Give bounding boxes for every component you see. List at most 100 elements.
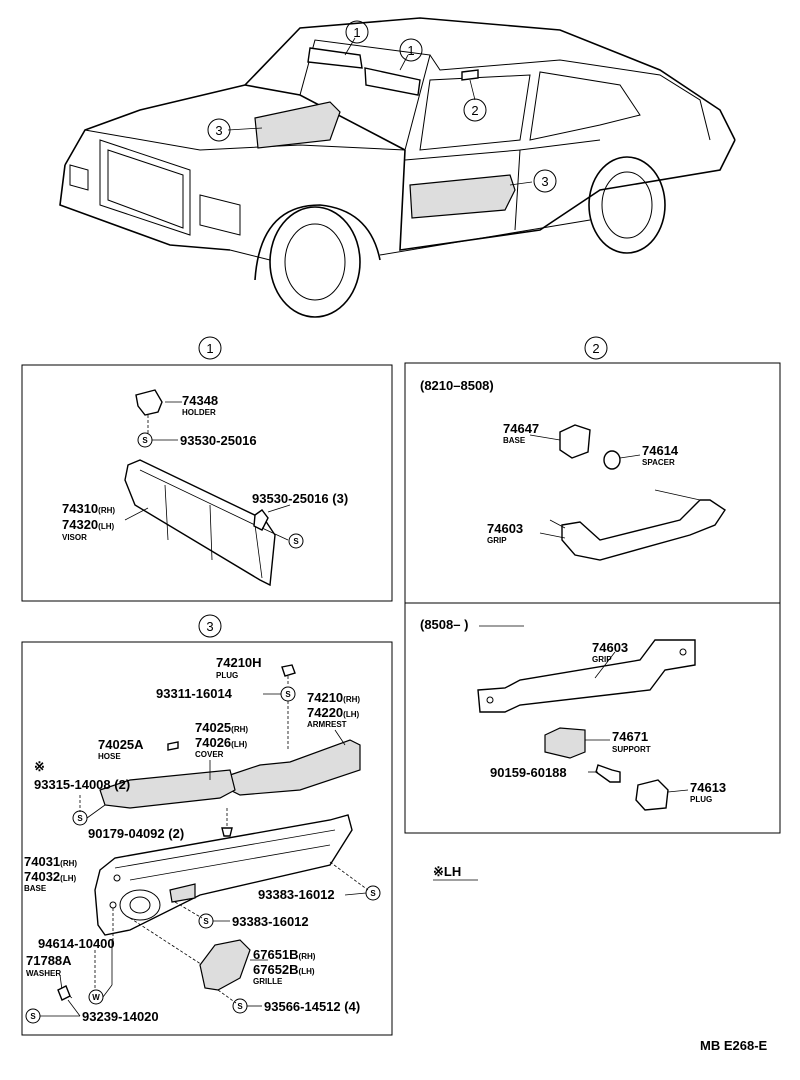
part-93530-25016-b: 93530-25016: [252, 491, 329, 506]
holder-part: [135, 389, 163, 416]
visor-part: [124, 459, 276, 587]
part-90159-60188: 90159-60188: [490, 765, 567, 780]
section-2-box: [404, 362, 781, 834]
svg-text:GRIP: GRIP: [592, 655, 612, 664]
svg-text:SPACER: SPACER: [642, 458, 675, 467]
screw-90159-part: [595, 764, 621, 783]
svg-text:74031(RH): 74031(RH): [24, 854, 77, 869]
svg-text:VISOR: VISOR: [62, 533, 87, 542]
callout-1: 1: [353, 25, 360, 40]
svg-text:PLUG: PLUG: [690, 795, 712, 804]
spacer-part: [603, 450, 621, 470]
svg-text:93530-25016 (3): 93530-25016 (3): [252, 491, 348, 506]
period-8508: (8508– ): [420, 617, 468, 632]
period-8210-8508: (8210–8508): [420, 378, 494, 393]
svg-text:67651B(RH): 67651B(RH): [253, 947, 316, 962]
part-74614: 74614: [642, 443, 679, 458]
svg-text:93315-14008 (2): 93315-14008 (2): [34, 777, 130, 792]
svg-text:S: S: [285, 690, 291, 699]
grip-base-part: [559, 424, 591, 459]
grip-part-a: [561, 499, 726, 561]
part-90179-04092: 90179-04092: [88, 826, 165, 841]
part-74220: 74220: [307, 705, 343, 720]
svg-text:74025(RH): 74025(RH): [195, 720, 248, 735]
part-67652B: 67652B: [253, 962, 299, 977]
svg-text:BASE: BASE: [24, 884, 47, 893]
svg-text:HOSE: HOSE: [98, 752, 121, 761]
svg-text:74310(RH): 74310(RH): [62, 501, 115, 516]
svg-text:BASE: BASE: [503, 436, 526, 445]
svg-text:93566-14512 (4): 93566-14512 (4): [264, 999, 360, 1014]
svg-text:ARMREST: ARMREST: [307, 720, 347, 729]
svg-text:67652B(LH): 67652B(LH): [253, 962, 315, 977]
console-base-part: [94, 814, 353, 936]
callout-3: 3: [215, 123, 222, 138]
part-74032: 74032: [24, 869, 60, 884]
part-74025: 74025: [195, 720, 231, 735]
svg-text:PLUG: PLUG: [216, 671, 238, 680]
part-74310: 74310: [62, 501, 98, 516]
section-3-box: [21, 641, 393, 1036]
part-93566-14512: 93566-14512: [264, 999, 341, 1014]
callout-3: 3: [541, 174, 548, 189]
part-93239-14020: 93239-14020: [82, 1009, 159, 1024]
svg-text:90179-04092 (2): 90179-04092 (2): [88, 826, 184, 841]
svg-text:S: S: [142, 436, 148, 445]
diagram-code: MB E268-E: [700, 1038, 768, 1053]
svg-text:74032(LH): 74032(LH): [24, 869, 76, 884]
armrest-part: [229, 739, 361, 796]
part-74603-b: 74603: [592, 640, 628, 655]
section-1-marker: 1: [206, 341, 213, 356]
plug-74613-part: [635, 779, 669, 811]
svg-text:COVER: COVER: [195, 750, 224, 759]
part-74671: 74671: [612, 729, 648, 744]
section-1-box: [21, 364, 393, 602]
svg-text:74210(RH): 74210(RH): [307, 690, 360, 705]
svg-text:S: S: [370, 889, 376, 898]
car-illustration: 1 1 2 3 3: [59, 17, 736, 318]
svg-text:S: S: [203, 917, 209, 926]
part-93530-25016-a: 93530-25016: [180, 433, 257, 448]
callout-1: 1: [407, 43, 414, 58]
svg-text:HOLDER: HOLDER: [182, 408, 216, 417]
svg-text:※: ※: [34, 759, 45, 774]
svg-text:W: W: [92, 993, 100, 1002]
part-74613: 74613: [690, 780, 726, 795]
grip-part-b: [477, 639, 696, 713]
lh-note: ※LH: [433, 864, 461, 879]
part-74647: 74647: [503, 421, 539, 436]
svg-text:S: S: [30, 1012, 36, 1021]
part-67651B: 67651B: [253, 947, 299, 962]
grille-part: [199, 939, 251, 991]
part-93315-14008: 93315-14008: [34, 777, 111, 792]
svg-text:GRILLE: GRILLE: [253, 977, 283, 986]
part-93383-16012-b: 93383-16012: [232, 914, 309, 929]
part-71788A: 71788A: [26, 953, 72, 968]
svg-text:WASHER: WASHER: [26, 969, 61, 978]
svg-text:74320(LH): 74320(LH): [62, 517, 114, 532]
part-74348: 74348: [182, 393, 218, 408]
svg-text:74026(LH): 74026(LH): [195, 735, 247, 750]
section-2-marker: 2: [592, 341, 599, 356]
part-74320: 74320: [62, 517, 98, 532]
part-74210H: 74210H: [216, 655, 262, 670]
svg-text:S: S: [77, 814, 83, 823]
callout-2: 2: [471, 103, 478, 118]
part-74031: 74031: [24, 854, 60, 869]
svg-text:S: S: [293, 537, 299, 546]
part-74603-a: 74603: [487, 521, 523, 536]
part-74210: 74210: [307, 690, 343, 705]
part-74025A: 74025A: [98, 737, 144, 752]
support-part: [544, 727, 586, 759]
cover-part: [99, 769, 236, 809]
part-94614-10400: 94614-10400: [38, 936, 115, 951]
svg-text:SUPPORT: SUPPORT: [612, 745, 651, 754]
part-93311-16014: 93311-16014: [156, 686, 233, 701]
section-3-marker: 3: [206, 619, 213, 634]
part-74026: 74026: [195, 735, 231, 750]
svg-text:GRIP: GRIP: [487, 536, 507, 545]
svg-text:74220(LH): 74220(LH): [307, 705, 359, 720]
part-93383-16012-a: 93383-16012: [258, 887, 335, 902]
svg-text:S: S: [237, 1002, 243, 1011]
